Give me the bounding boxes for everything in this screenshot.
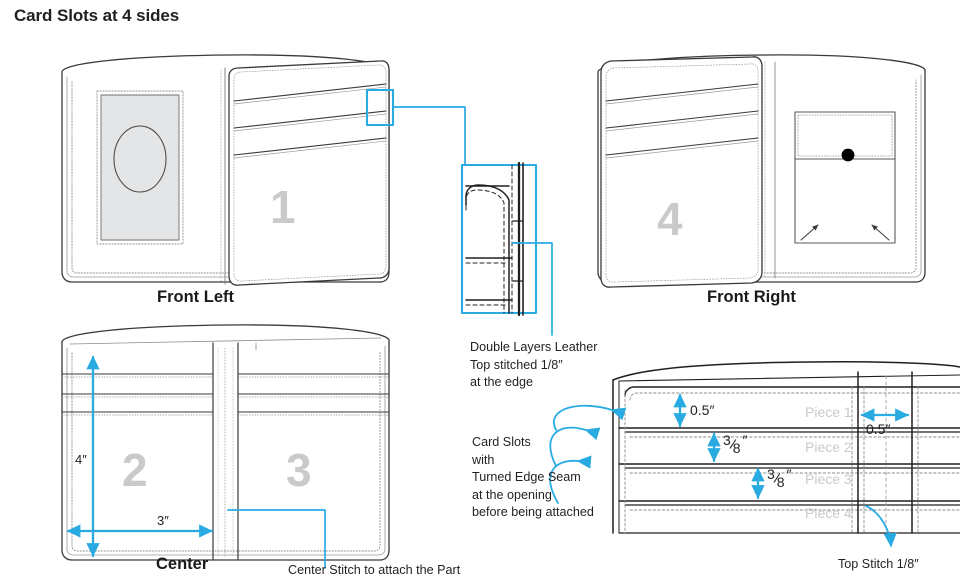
- construction-label-piece-2: Piece 2: [805, 439, 852, 455]
- construction-dim-piece-3: 3/8″: [767, 466, 791, 490]
- piece-number-3: 3: [286, 444, 312, 496]
- snap-button: [841, 148, 855, 162]
- frac-num-piece-3: 3: [767, 466, 775, 482]
- construction-label-piece-1: Piece 1: [805, 404, 852, 420]
- construction-dim-horizontal: 0.5″: [866, 421, 891, 437]
- frac-den-piece-2: 8: [732, 440, 741, 456]
- construction-dim-piece-1: 0.5″: [690, 402, 715, 418]
- edge-detail-magnified: [460, 161, 553, 336]
- caption-center: Center: [156, 555, 209, 573]
- note-center-stitch: Center Stitch to attach the Part: [288, 563, 461, 577]
- construction-drawing: [549, 361, 960, 548]
- frac-unit-piece-2: ″: [742, 432, 748, 448]
- note-top-stitch: Top Stitch 1/8″: [838, 557, 919, 571]
- caption-front-right: Front Right: [707, 288, 796, 306]
- construction-label-piece-3: Piece 3: [805, 471, 852, 487]
- construction-dim-piece-2: 3/8″: [723, 432, 747, 456]
- note-card-slots: Card Slots with Turned Edge Seam at the …: [472, 435, 594, 519]
- front-left-drawing: [61, 54, 390, 286]
- frac-num-piece-2: 3: [723, 432, 731, 448]
- page-title: Card Slots at 4 sides: [14, 6, 180, 25]
- detail-highlight-box-front-left: [365, 88, 466, 166]
- piece-number-2: 2: [122, 444, 148, 496]
- piece-number-4: 4: [657, 193, 683, 245]
- dimension-height-4in: 4″: [75, 452, 87, 467]
- construction-label-piece-4: Piece 4: [805, 505, 852, 521]
- frac-den-piece-3: 8: [776, 474, 785, 490]
- piece-number-1: 1: [270, 181, 296, 233]
- front-right-drawing: [597, 54, 926, 288]
- caption-front-left: Front Left: [157, 288, 234, 306]
- frac-unit-piece-3: ″: [786, 466, 792, 482]
- center-drawing: [61, 324, 390, 569]
- dimension-width-3in: 3″: [157, 513, 169, 528]
- note-double-layers-leather: Double Layers Leather Top stitched 1/8″ …: [470, 340, 598, 389]
